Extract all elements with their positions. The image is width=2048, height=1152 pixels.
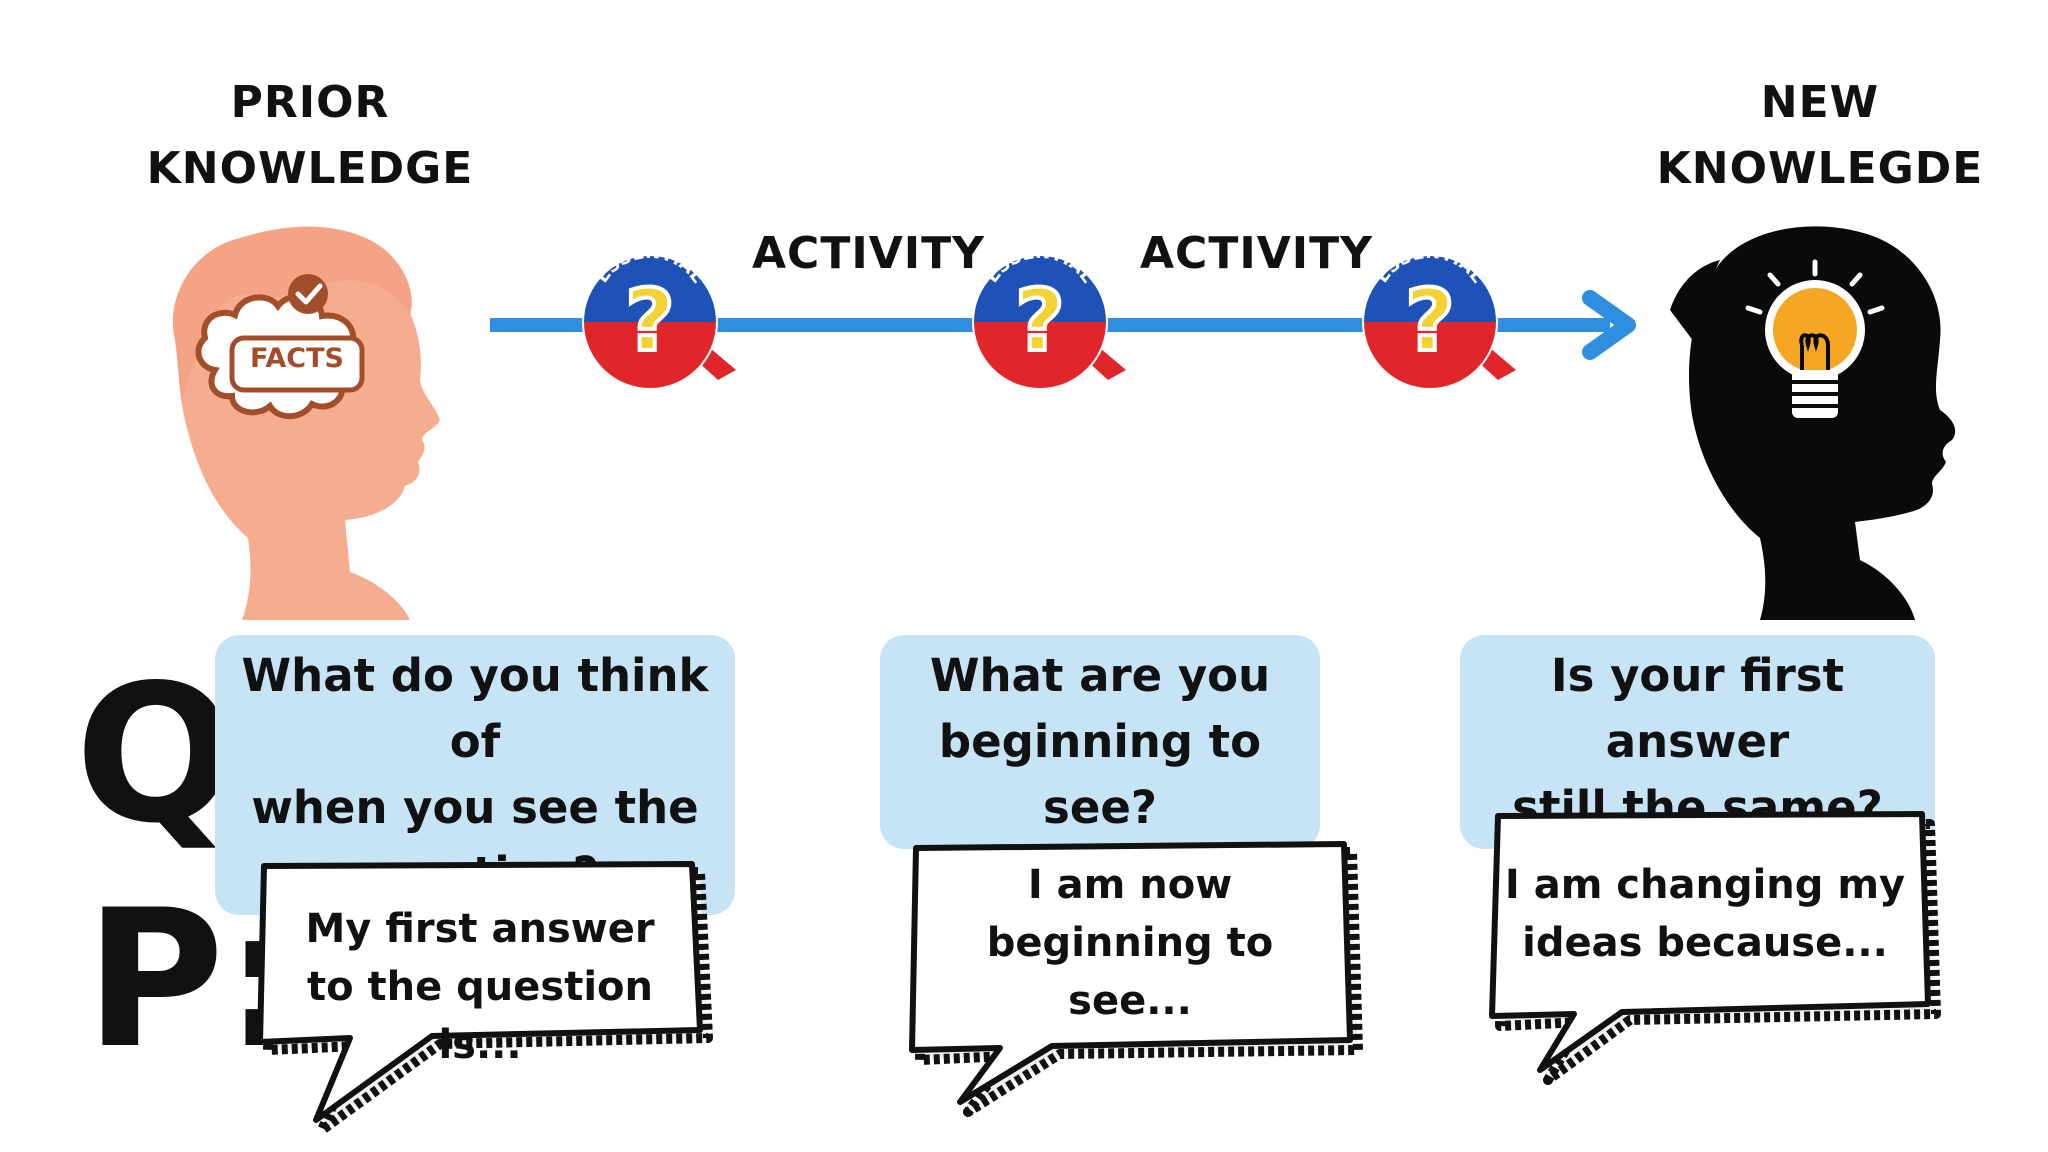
- badge-glyph-2: ?: [1015, 271, 1065, 371]
- prior-header-line-2: KNOWLEDGE: [146, 143, 474, 194]
- prompt-3-line-1: I am changing my: [1504, 862, 1906, 908]
- essential-question-badge-icon-1: ? ESSENTIAL: [582, 250, 736, 390]
- new-header-line-2: KNOWLEGDE: [1656, 143, 1984, 194]
- activity-label-1: ACTIVITY: [752, 228, 986, 279]
- badge-glyph-3: ?: [1405, 271, 1455, 371]
- prompt-1: My first answer to the question is...: [280, 900, 680, 1074]
- essential-question-badge-icon-3: ? ESSENTIAL: [1362, 250, 1516, 390]
- head-lightbulb-icon: [1670, 226, 1956, 620]
- speech-bubble-icon-3: [1489, 811, 1941, 1085]
- question-1-line-1: What do you think of: [241, 649, 709, 768]
- prompt-2-line-2: beginning to: [986, 920, 1274, 966]
- prompt-3-line-2: ideas because...: [1522, 920, 1888, 966]
- speech-bubble-icon-1: [257, 861, 713, 1135]
- prompt-2-line-1: I am now: [1027, 862, 1233, 908]
- question-1-line-2: when you see the: [251, 781, 699, 834]
- prompt-3: I am changing my ideas because...: [1500, 856, 1910, 972]
- essential-question-badge-icon-2: ? ESSENTIAL: [972, 250, 1126, 390]
- question-2-line-2: beginning to see?: [938, 715, 1262, 834]
- question-box-2: What are you beginning to see?: [880, 635, 1320, 849]
- question-3-line-1: Is your first answer: [1550, 649, 1845, 768]
- prompt-1-line-1: My first answer: [305, 906, 655, 952]
- activity-label-2: ACTIVITY: [1140, 228, 1374, 279]
- prior-knowledge-header: PRIOR KNOWLEDGE: [120, 70, 500, 202]
- speech-bubble-icon-2: [909, 841, 1363, 1117]
- badge-glyph-1: ?: [625, 271, 675, 371]
- head-facts-icon: [172, 226, 440, 620]
- prompt-2: I am now beginning to see...: [940, 856, 1320, 1030]
- prompt-2-line-3: see...: [1068, 978, 1192, 1024]
- new-knowledge-header: NEW KNOWLEGDE: [1640, 70, 2000, 202]
- prior-header-line-1: PRIOR: [230, 77, 390, 128]
- new-header-line-1: NEW: [1760, 77, 1880, 128]
- question-2-line-1: What are you: [929, 649, 1271, 702]
- facts-label: FACTS: [250, 343, 344, 374]
- prompt-1-line-2: to the question is...: [306, 964, 653, 1068]
